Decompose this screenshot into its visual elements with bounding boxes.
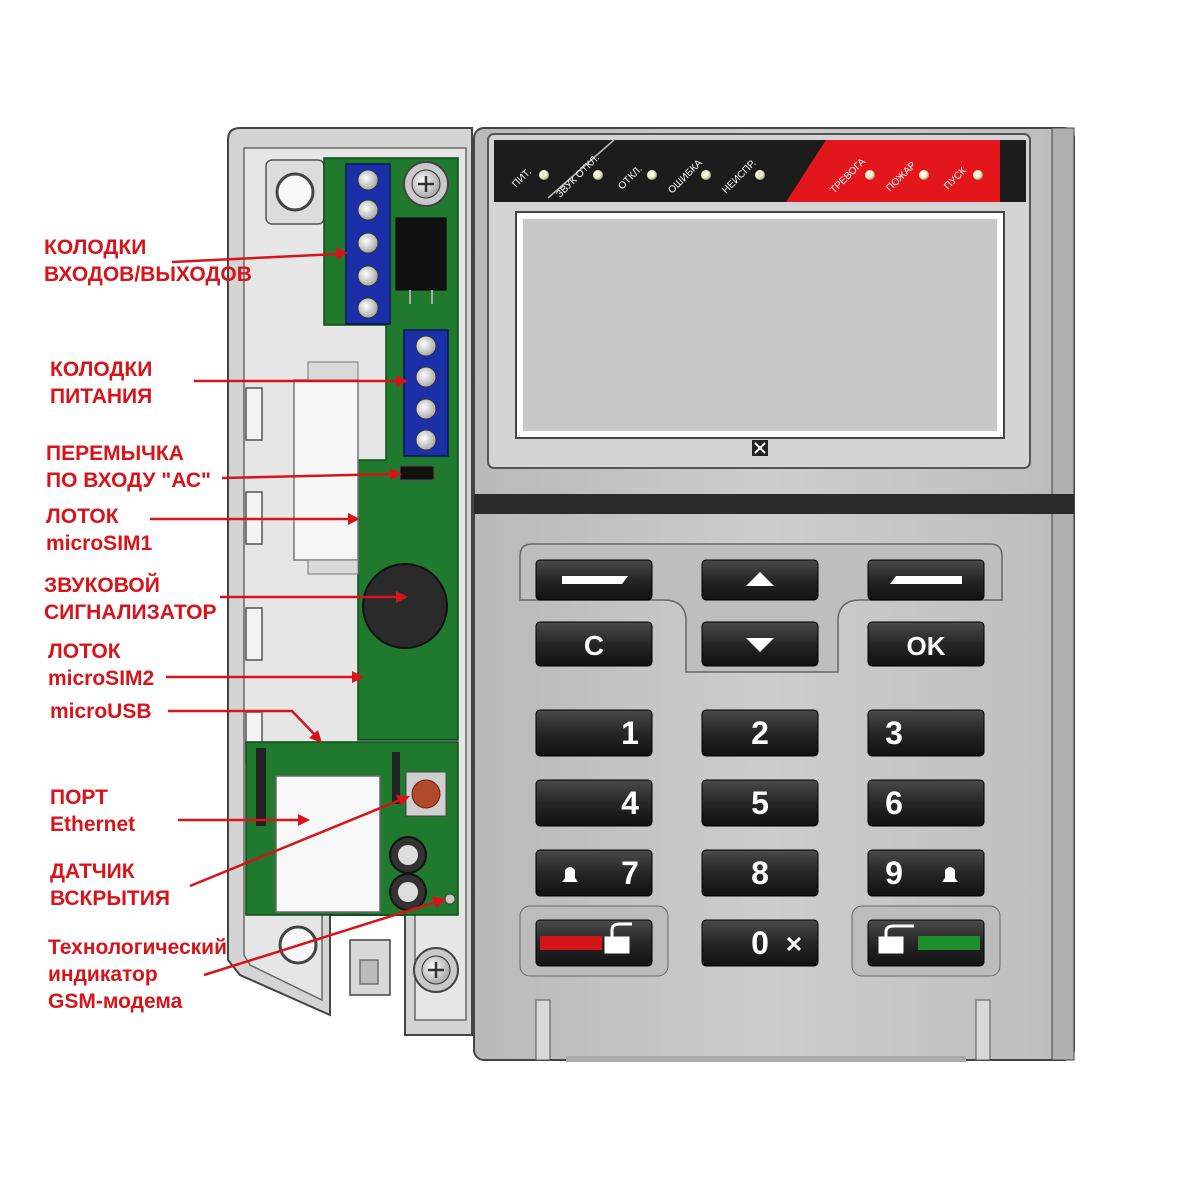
digit-label-9: 9 (885, 855, 903, 891)
callout-arrows (150, 247, 446, 977)
digit-label-5: 5 (751, 785, 769, 821)
bell-icon (942, 867, 958, 882)
arrow-up-key[interactable] (701, 559, 819, 601)
callout-line: ВХОДОВ/ВЫХОДОВ (44, 263, 252, 286)
bell-icon (562, 867, 578, 882)
callout-line: ВСКРЫТИЯ (50, 887, 170, 910)
callout-tamper-sensor: ДАТЧИК ВСКРЫТИЯ (50, 858, 170, 912)
digit-label-0: 0 (751, 925, 769, 961)
callout-line: ПИТАНИЯ (50, 385, 153, 408)
digit-key-2[interactable]: 2 (701, 709, 819, 757)
callout-buzzer: ЗВУКОВОЙ СИГНАЛИЗАТОР (44, 572, 217, 626)
led-sound-off (593, 170, 603, 180)
callout-line: индикатор (48, 963, 158, 986)
indicator-leds (539, 170, 983, 180)
callout-line: microUSB (50, 700, 152, 723)
clear-key[interactable]: C (535, 621, 653, 667)
digit-key-7[interactable]: 7 (535, 849, 653, 897)
digit-label-4: 4 (621, 785, 639, 821)
digit-label-8: 8 (751, 855, 769, 891)
led-disabled (647, 170, 657, 180)
soft-key-right[interactable] (867, 559, 985, 601)
callout-microsim1-tray: ЛОТОК microSIM1 (46, 503, 152, 557)
callout-line: ЛОТОК (48, 640, 121, 663)
digit-key-4[interactable]: 4 (535, 779, 653, 827)
ac-jumper-pins (399, 465, 435, 481)
callout-microsim2-tray: ЛОТОК microSIM2 (48, 638, 154, 692)
digit-label-1: 1 (621, 715, 639, 751)
callout-line: microSIM2 (48, 667, 155, 690)
callout-ac-jumper: ПЕРЕМЫЧКА ПО ВХОДУ "АС" (46, 440, 211, 494)
led-power (539, 170, 549, 180)
callout-line: ЗВУКОВОЙ (44, 574, 160, 597)
soft-key-left[interactable] (535, 559, 653, 601)
callout-io-terminals: КОЛОДКИ ВХОДОВ/ВЫХОДОВ (44, 234, 252, 288)
clear-key-label: C (584, 630, 604, 661)
microsim1-slot (293, 379, 359, 561)
digit-label-7: 7 (621, 855, 639, 891)
keypad: C OK 1 2 3 4 (519, 559, 1001, 977)
arrow-down-key[interactable] (701, 621, 819, 667)
arm-key[interactable] (851, 905, 1001, 977)
callout-line: ПО ВХОДУ "АС" (46, 469, 211, 492)
led-start (973, 170, 983, 180)
callout-line: СИГНАЛИЗАТОР (44, 601, 217, 624)
digit-label-3: 3 (885, 715, 903, 751)
callout-line: ПОРТ (50, 786, 108, 809)
callout-ethernet-port: ПОРТ Ethernet (50, 784, 135, 838)
lock-open-icon (604, 922, 632, 954)
led-fault (755, 170, 765, 180)
digit-key-0[interactable]: 0 ✕ (701, 919, 819, 967)
ok-key[interactable]: OK (867, 621, 985, 667)
ok-key-label: OK (907, 631, 946, 661)
callout-line: КОЛОДКИ (44, 236, 147, 259)
digit-key-9[interactable]: 9 (867, 849, 985, 897)
buzzer-disc (362, 563, 448, 649)
digit-key-5[interactable]: 5 (701, 779, 819, 827)
arrow-up-icon (746, 572, 774, 586)
digit-key-1[interactable]: 1 (535, 709, 653, 757)
zero-suffix-icon: ✕ (785, 932, 803, 957)
callout-line: ДАТЧИК (50, 860, 135, 883)
disarm-key[interactable] (519, 905, 669, 977)
digit-label-2: 2 (751, 715, 769, 751)
lcd-screen (517, 213, 1003, 437)
led-error (701, 170, 711, 180)
callout-line: ПЕРЕМЫЧКА (46, 442, 184, 465)
callout-line: microSIM1 (46, 532, 153, 555)
callout-power-terminals: КОЛОДКИ ПИТАНИЯ (50, 356, 152, 410)
callout-line: Технологический (48, 936, 228, 959)
callout-line: GSM-модема (48, 990, 183, 1013)
callout-line: ЛОТОК (46, 505, 119, 528)
digit-key-3[interactable]: 3 (867, 709, 985, 757)
digit-key-6[interactable]: 6 (867, 779, 985, 827)
digit-label-6: 6 (885, 785, 903, 821)
digit-key-8[interactable]: 8 (701, 849, 819, 897)
tamper-button (411, 779, 441, 809)
pcb (245, 157, 459, 993)
callout-line: Ethernet (50, 813, 136, 836)
led-alarm (865, 170, 875, 180)
arrow-down-icon (746, 638, 774, 652)
callout-line: КОЛОДКИ (50, 358, 153, 381)
led-fire (919, 170, 929, 180)
callout-microusb: microUSB (50, 698, 152, 725)
mounting-hole-top (275, 172, 315, 212)
lock-closed-icon (878, 924, 914, 954)
callout-gsm-indicator: Технологический индикатор GSM-модема (48, 934, 227, 1015)
gsm-led (444, 893, 456, 905)
